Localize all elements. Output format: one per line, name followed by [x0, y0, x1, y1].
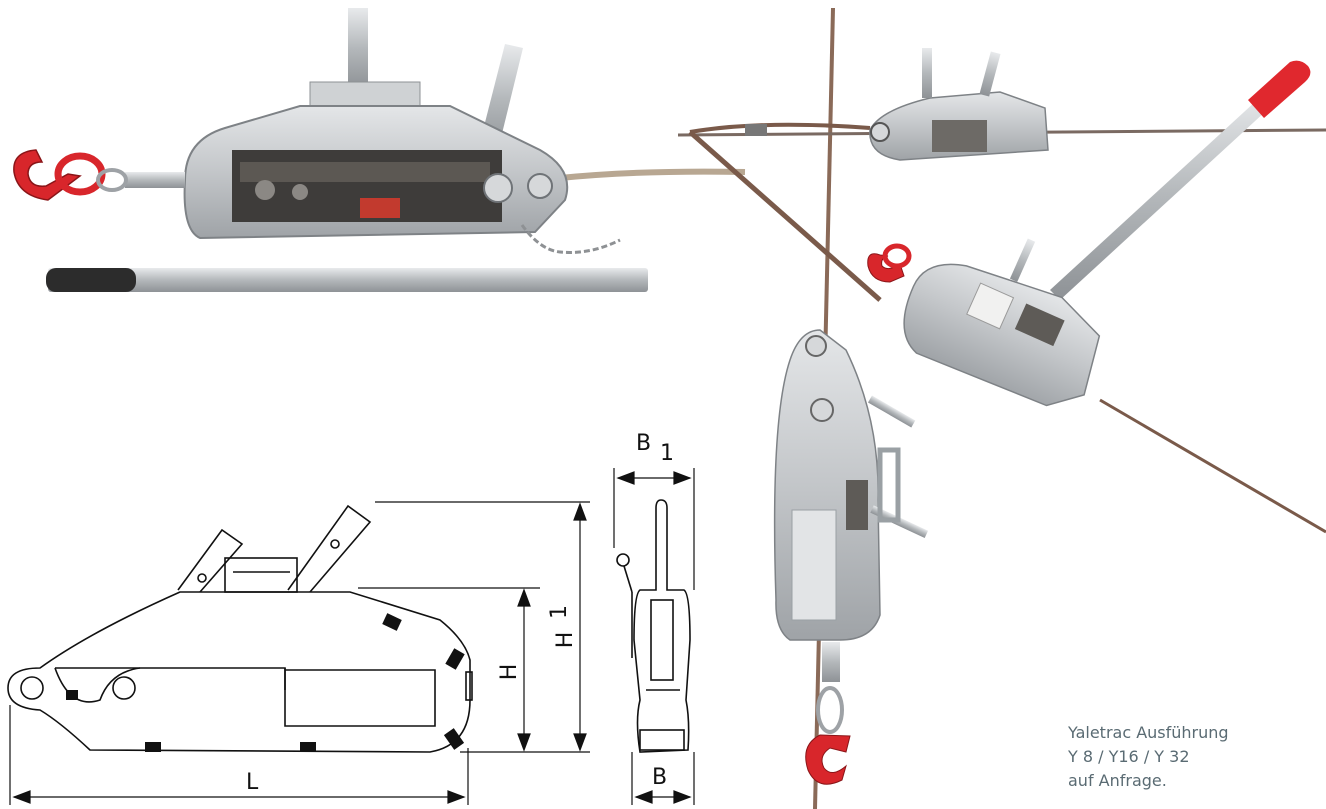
- hoist-photo-rigging: [677, 7, 1326, 809]
- caption-line-2: Y 8 / Y16 / Y 32: [1068, 747, 1190, 766]
- lever-left: [177, 528, 244, 593]
- label-total-height-sub: 1: [547, 605, 572, 619]
- pivot-hole-left: [20, 676, 44, 700]
- label-length: L: [246, 770, 259, 795]
- label-total-width: B: [636, 431, 651, 456]
- caption-line-1: Yaletrac Ausführung: [1068, 723, 1229, 742]
- end-view-outline: [633, 499, 691, 753]
- red-hook-middle: [867, 253, 905, 283]
- safety-chain: [520, 224, 621, 254]
- lever-handle: [348, 8, 368, 88]
- long-handle: [1050, 90, 1278, 300]
- dimension-lines-side: [9, 501, 590, 805]
- caption-line-3: auf Anfrage.: [1068, 771, 1167, 790]
- hoist-middle: [903, 263, 1101, 407]
- technical-drawing-end: [616, 499, 691, 753]
- handle-grip: [46, 268, 136, 292]
- hoist-photo-top-left: [13, 8, 746, 292]
- red-hook-bottom: [805, 734, 851, 785]
- model-caption: Yaletrac Ausführung Y 8 / Y16 / Y 32 auf…: [1068, 721, 1318, 793]
- cable-wire: [559, 168, 746, 181]
- pivot-hole-right: [112, 676, 136, 700]
- end-view-knob: [616, 553, 630, 567]
- label-total-width-sub: 1: [660, 441, 674, 466]
- dimension-lines-end: [613, 468, 695, 805]
- lever-right: [287, 504, 372, 593]
- handle-red-grip: [1248, 60, 1311, 118]
- label-total-height: H: [553, 632, 578, 649]
- technical-drawing-side: [7, 504, 473, 753]
- housing-outline: [7, 591, 471, 753]
- label-height: H: [497, 664, 522, 681]
- lever-bracket: [309, 81, 421, 109]
- lever-box: [224, 557, 298, 593]
- technical-drawing-markers: [66, 613, 465, 752]
- label-width: B: [652, 765, 667, 790]
- telescopic-handle: [48, 268, 648, 292]
